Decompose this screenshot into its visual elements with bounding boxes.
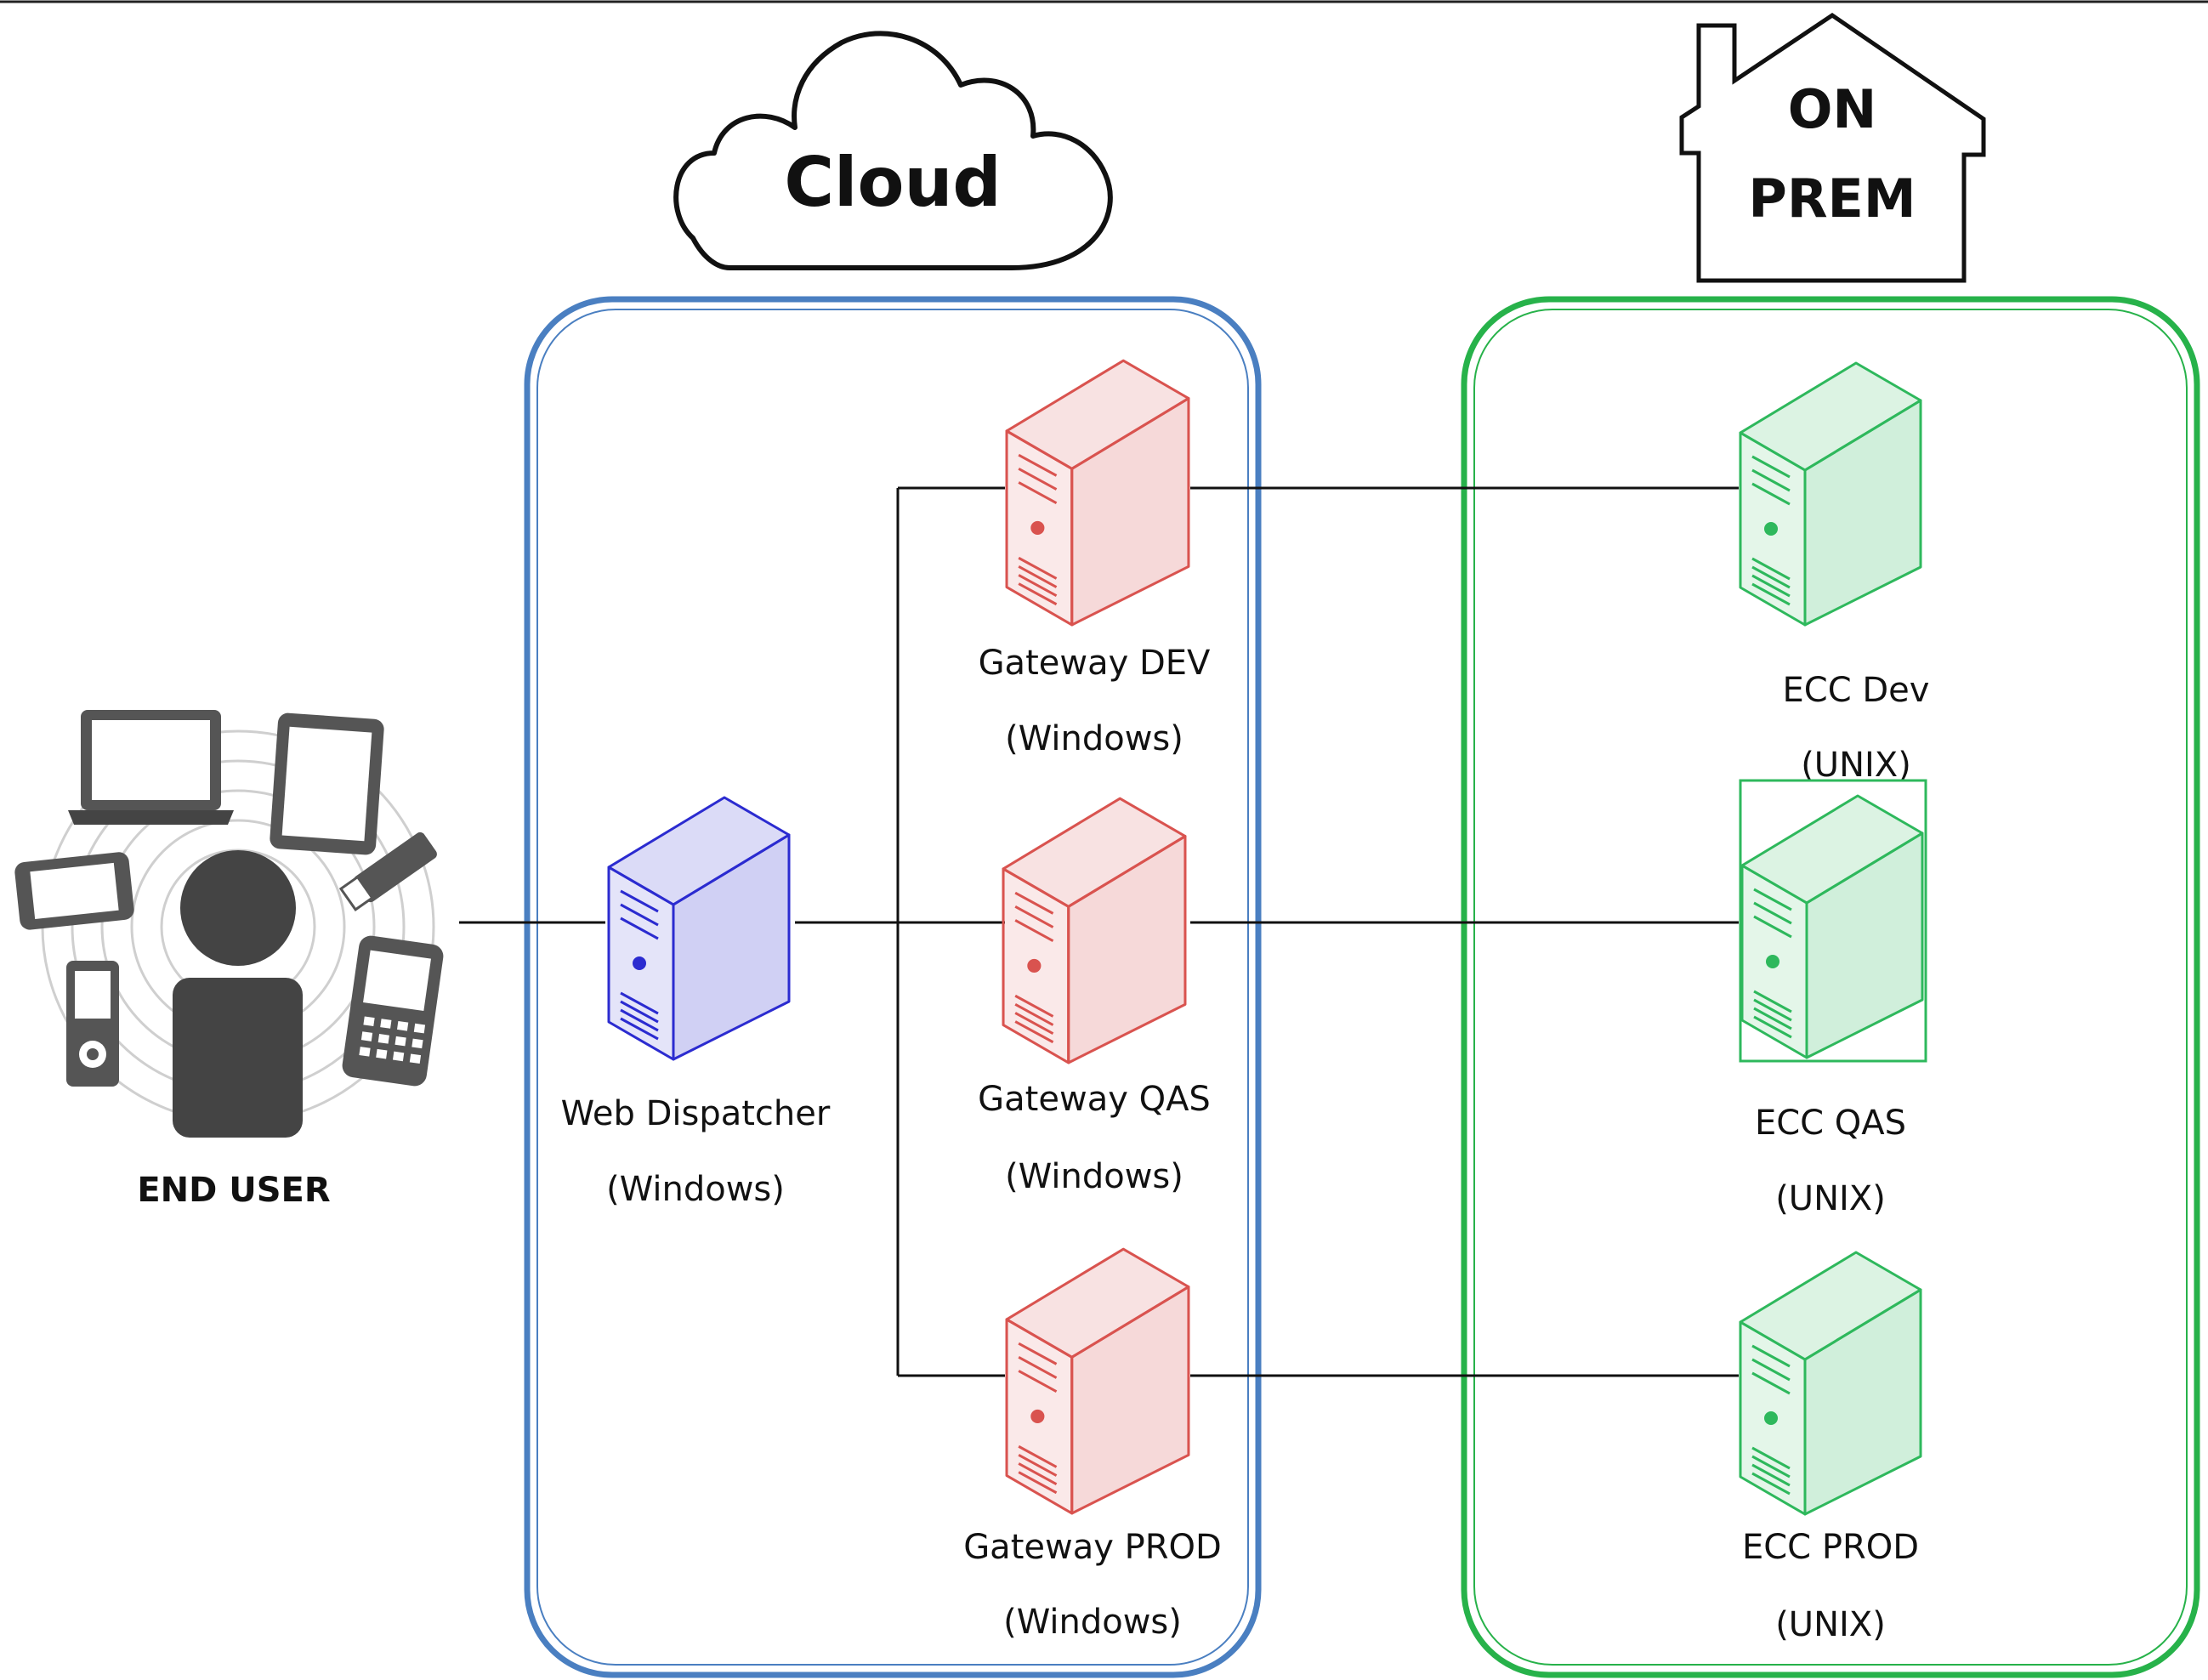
- onprem-title-line1: ON: [1788, 78, 1877, 140]
- server-icon: [1002, 797, 1187, 1064]
- ecc-name: ECC QAS: [1755, 1104, 1906, 1143]
- server-icon: [1740, 794, 1924, 1059]
- gateway-os: (Windows): [1005, 1157, 1183, 1196]
- server-icon: [1739, 1251, 1922, 1516]
- web-dispatcher: Web Dispatcher (Windows): [561, 796, 831, 1209]
- ecc-prod: ECC PROD (UNIX): [1739, 1251, 1922, 1644]
- cloud-title: Cloud: [784, 143, 1001, 222]
- gateway-qas: Gateway QAS (Windows): [978, 797, 1211, 1196]
- gateway-dev: Gateway DEV (Windows): [979, 359, 1211, 758]
- ecc-name: ECC PROD: [1742, 1528, 1919, 1567]
- ecc-dev: ECC Dev (UNIX): [1739, 361, 1930, 785]
- gateway-name: Gateway QAS: [978, 1080, 1211, 1119]
- ecc-os: (UNIX): [1801, 746, 1911, 785]
- gateway-os: (Windows): [1005, 719, 1183, 758]
- onprem-title-line2: PREM: [1748, 167, 1916, 230]
- ecc-os: (UNIX): [1775, 1179, 1886, 1218]
- server-icon: [607, 796, 791, 1061]
- server-icon: [1739, 361, 1922, 627]
- house-icon: ON PREM: [1679, 12, 1986, 283]
- gateway-prod: Gateway PROD (Windows): [963, 1247, 1222, 1642]
- ecc-qas-selection-box: [1739, 779, 1927, 1063]
- end-user-label: END USER: [137, 1171, 330, 1210]
- connection-lines: [459, 486, 1739, 1377]
- ecc-name: ECC Dev: [1783, 671, 1930, 710]
- gateway-os: (Windows): [1003, 1603, 1182, 1642]
- gateway-name: Gateway PROD: [963, 1528, 1222, 1567]
- end-user-icon: [14, 710, 444, 1138]
- web-dispatcher-os: (Windows): [606, 1170, 785, 1209]
- end-user: END USER: [14, 710, 444, 1210]
- ecc-qas: ECC QAS (UNIX): [1739, 779, 1927, 1218]
- server-icon: [1005, 359, 1190, 627]
- web-dispatcher-name: Web Dispatcher: [561, 1094, 831, 1133]
- server-icon: [1005, 1247, 1190, 1515]
- gateway-name: Gateway DEV: [979, 644, 1211, 683]
- cloud-container: [524, 296, 1262, 1678]
- onprem-container: [1461, 296, 2200, 1678]
- ecc-os: (UNIX): [1775, 1605, 1886, 1644]
- cloud-icon: Cloud: [673, 31, 1113, 270]
